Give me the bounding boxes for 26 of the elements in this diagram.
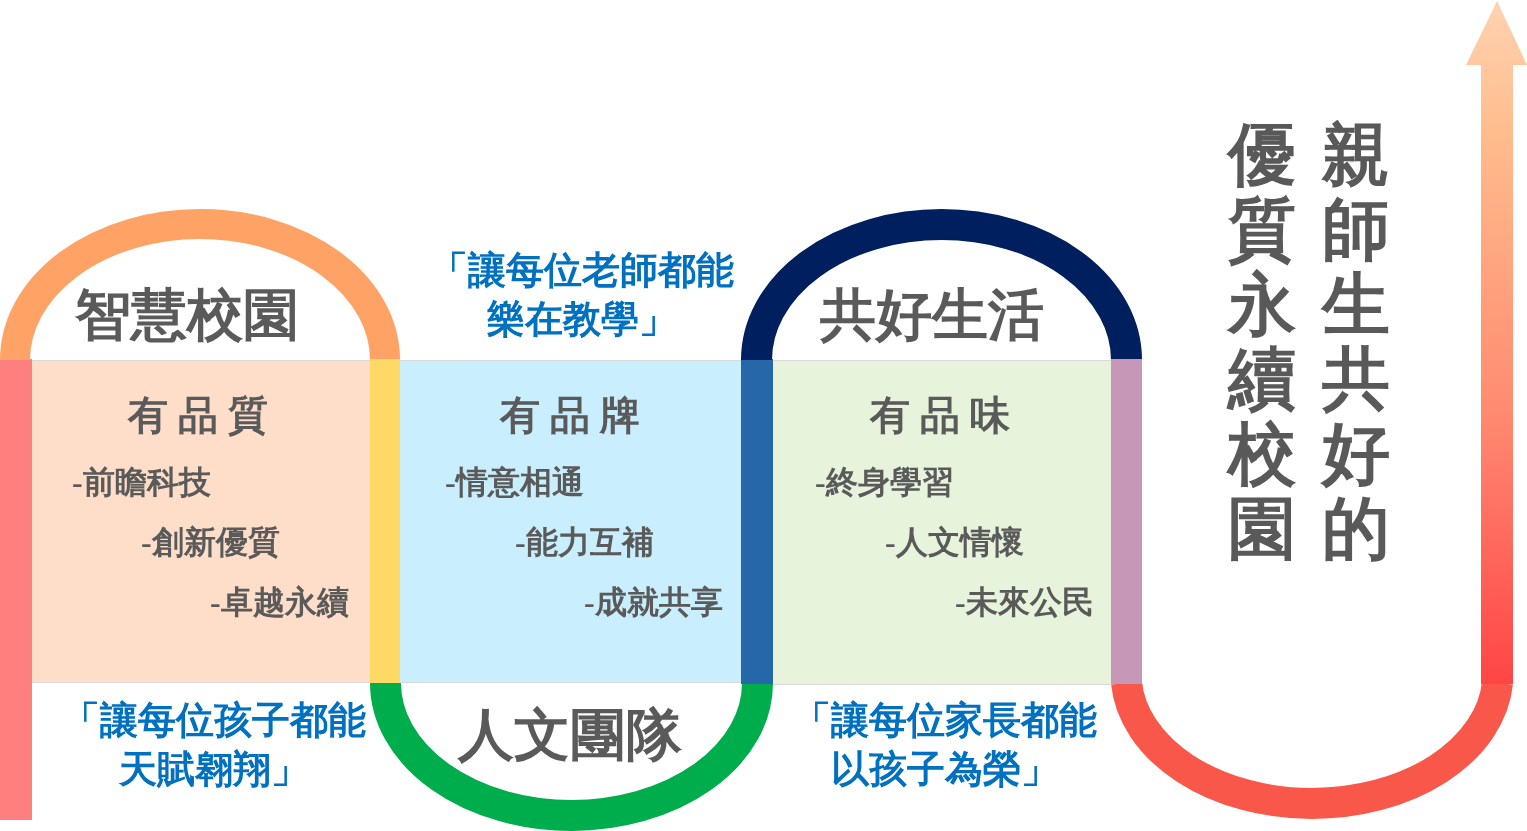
heading: 智慧校園 — [75, 283, 299, 348]
bullet-text: -前瞻科技 — [72, 463, 211, 502]
heading: 人文團隊 — [458, 703, 682, 768]
subheading: 有 品 質 — [128, 392, 268, 440]
quote-text: 「讓每位孩子都能天賦翱翔」 — [61, 698, 367, 793]
bullet-text: -情意相通 — [445, 463, 584, 502]
title: 親師生共好的優質永續校園 — [1226, 118, 1390, 569]
subheading: 有 品 味 — [870, 392, 1010, 440]
bullet-text: -成就共享 — [584, 583, 723, 622]
arched-panel — [370, 360, 773, 831]
heading: 共好生活 — [820, 283, 1044, 348]
ribbon-bar — [0, 359, 32, 820]
ribbon-bar — [370, 359, 400, 684]
bullet-text: -創新優質 — [141, 523, 280, 562]
bullet-text: -人文情懷 — [885, 523, 1024, 562]
ribbon-bar — [741, 359, 773, 684]
bullet-text: -終身學習 — [815, 463, 954, 502]
bullet-text: -未來公民 — [955, 583, 1094, 622]
subheading: 有 品 牌 — [500, 392, 640, 440]
ribbon-bar — [1111, 359, 1142, 684]
bullet-text: -卓越永續 — [210, 583, 349, 622]
arched-panel — [741, 209, 1142, 685]
bullet-text: -能力互補 — [515, 523, 654, 562]
arched-panel — [0, 209, 400, 683]
quote-text: 「讓每位家長都能以孩子為榮」 — [792, 698, 1098, 793]
quote-text: 「讓每位老師都能樂在教學」 — [429, 248, 735, 343]
